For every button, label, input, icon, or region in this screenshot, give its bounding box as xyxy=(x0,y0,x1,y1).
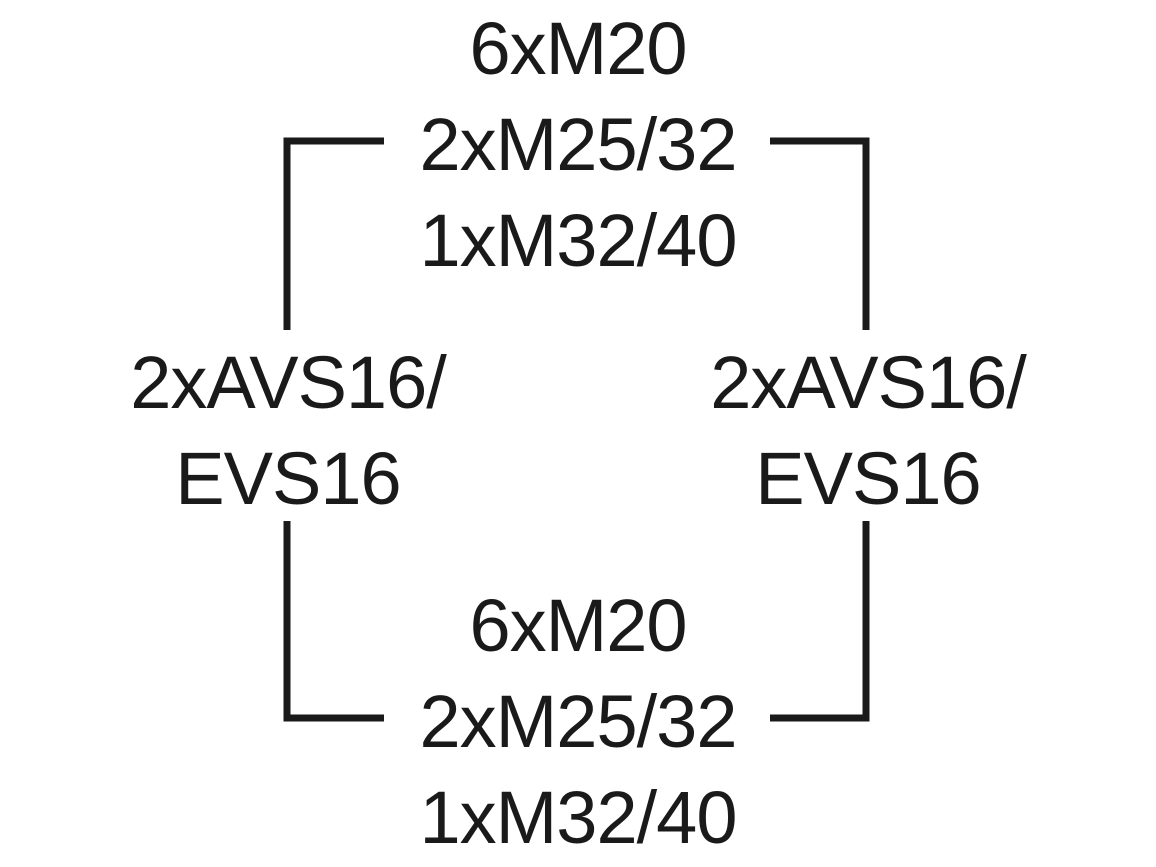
bottom-entry-m20: 6xM20 xyxy=(469,584,687,667)
outline-bottom-right xyxy=(770,521,870,722)
left-entry-labels: 2xAVS16/ EVS16 xyxy=(88,335,488,527)
top-entry-labels: 6xM20 2xM25/32 1xM32/40 xyxy=(378,1,778,289)
left-entry-evs16: EVS16 xyxy=(175,437,401,520)
right-entry-avs16: 2xAVS16/ xyxy=(710,341,1027,424)
left-entry-avs16: 2xAVS16/ xyxy=(130,341,447,424)
top-entry-m32-40: 1xM32/40 xyxy=(419,199,738,282)
outline-top-left xyxy=(283,137,384,330)
outline-top-right xyxy=(770,137,870,330)
right-entry-labels: 2xAVS16/ EVS16 xyxy=(668,335,1068,527)
bottom-entry-labels: 6xM20 2xM25/32 1xM32/40 xyxy=(378,578,778,866)
bottom-entry-m25-32: 2xM25/32 xyxy=(419,680,738,763)
bottom-entry-m32-40: 1xM32/40 xyxy=(419,776,738,859)
outline-bottom-left xyxy=(283,521,384,722)
top-entry-m20: 6xM20 xyxy=(469,7,687,90)
right-entry-evs16: EVS16 xyxy=(755,437,981,520)
top-entry-m25-32: 2xM25/32 xyxy=(419,103,738,186)
